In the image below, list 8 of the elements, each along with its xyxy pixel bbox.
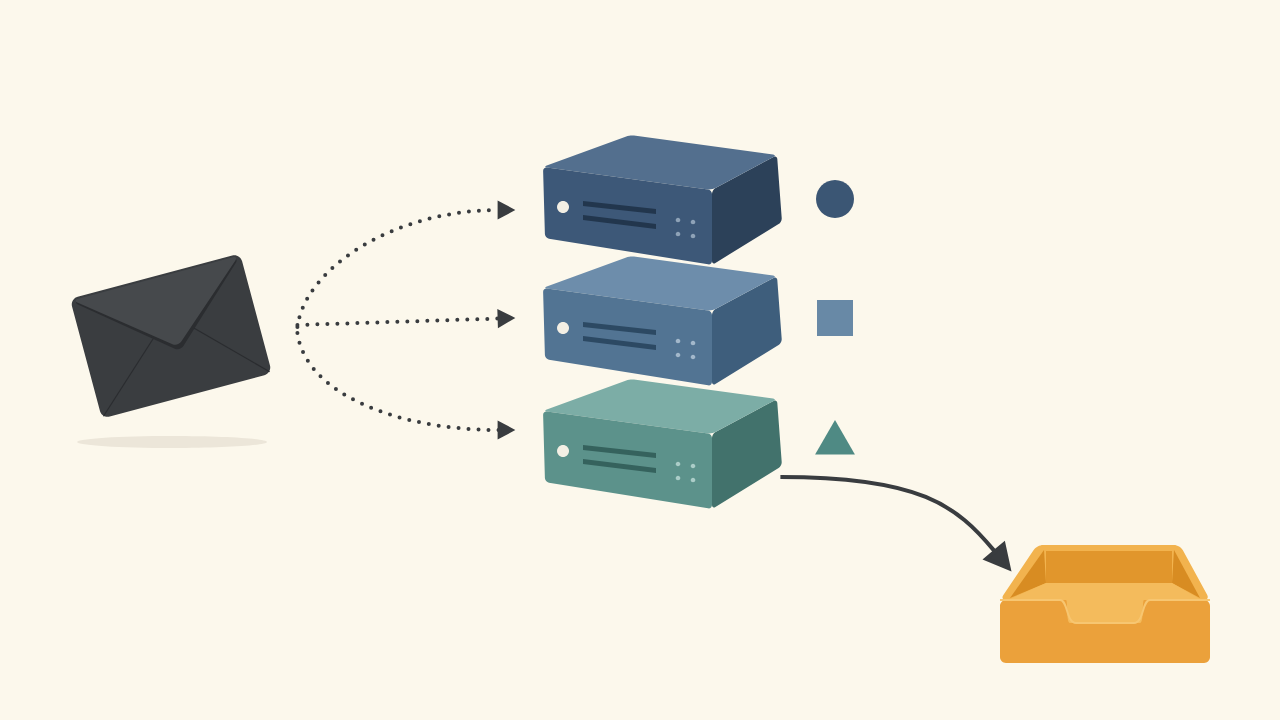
server (543, 379, 782, 509)
inbox-tray (999, 545, 1211, 663)
circle-marker (816, 180, 854, 218)
envelope (71, 255, 271, 417)
triangle-marker (815, 420, 855, 455)
server (543, 256, 782, 386)
server (543, 135, 782, 265)
square-marker (817, 300, 853, 336)
